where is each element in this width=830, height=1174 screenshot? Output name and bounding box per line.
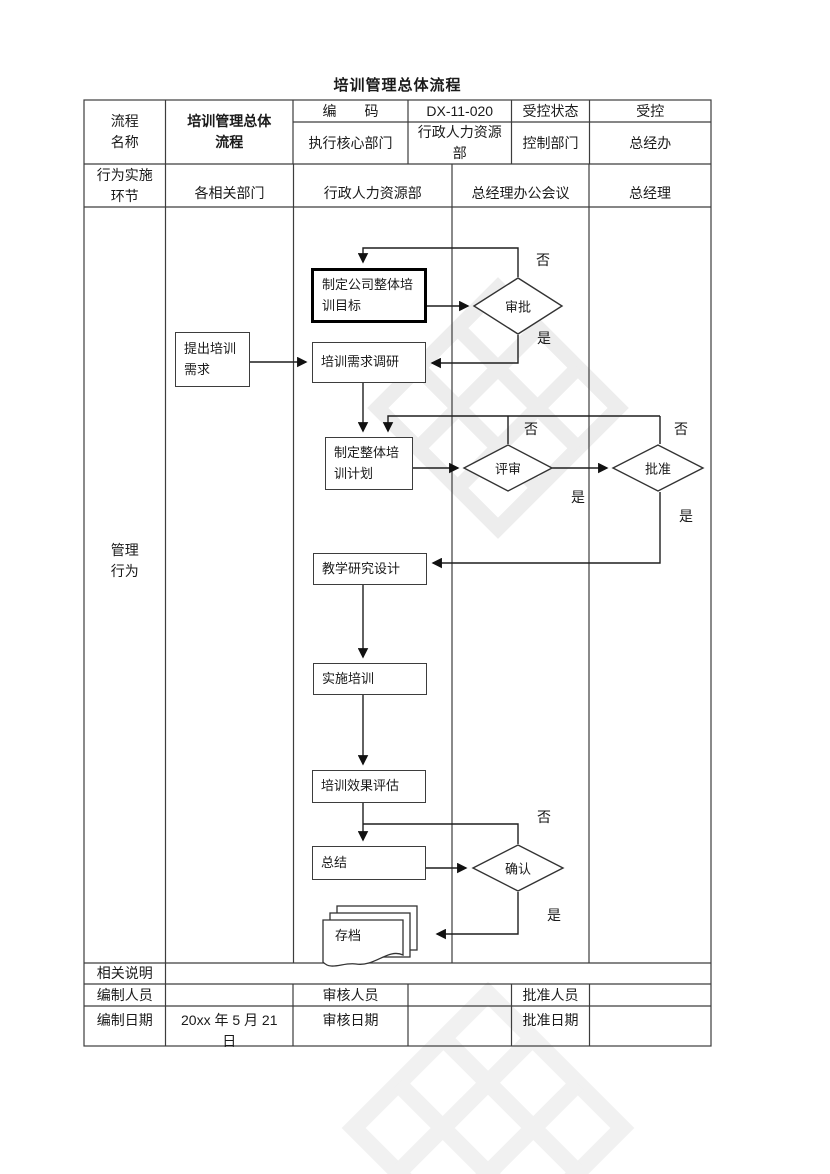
flow-box-evaluate-label: 培训效果评估 — [321, 778, 400, 794]
approved-by-label: 批准人员 — [522, 986, 579, 1003]
edge-label-no-approve-plan: 否 — [674, 421, 688, 437]
flow-box-evaluate: 培训效果评估 — [312, 770, 426, 803]
core-dept-value: 行政人力资源部 — [417, 124, 502, 161]
decision-confirm-shape — [471, 844, 565, 892]
edge-confirm-yes-to-archive — [435, 892, 519, 940]
controlled-status-value: 受控 — [636, 102, 665, 119]
prepared-date-label: 编制日期 — [96, 1012, 153, 1028]
lane-hr-dept: 行政人力资源部 — [323, 185, 422, 201]
edge-no-return-to-plan — [382, 415, 660, 433]
review-date-label: 审核日期 — [322, 1012, 379, 1028]
flow-box-make-plan-label: 制定整体培训计划 — [334, 445, 400, 481]
flow-box-survey-label: 培训需求调研 — [321, 354, 400, 370]
decision-review-plan-shape — [462, 444, 554, 492]
edge-label-yes-review: 是 — [571, 489, 585, 505]
lane-row-label: 行为实施环节 — [96, 166, 153, 204]
archive-document-shape — [322, 905, 418, 967]
flow-row-label: 管理行为 — [110, 542, 139, 579]
controlled-status-label: 受控状态 — [522, 102, 579, 119]
edge-label-yes-approve-goal: 是 — [537, 330, 551, 346]
decision-confirm-label: 确认 — [504, 861, 532, 877]
flow-connectors — [250, 247, 661, 940]
process-name-value: 培训管理总体流程 — [187, 113, 272, 150]
control-dept-label: 控制部门 — [522, 134, 579, 151]
prepared-date-value: 20xx 年 5 月 21 日 — [181, 1012, 278, 1049]
edge-approve2-yes-to-design — [431, 492, 661, 569]
decision-review-plan-label: 评审 — [494, 461, 522, 477]
flow-box-summary-label: 总结 — [321, 854, 348, 870]
table-grid — [83, 99, 712, 1047]
edge-label-no-approve-goal: 否 — [536, 252, 550, 268]
flow-box-raise-need-label: 提出培训需求 — [184, 341, 237, 377]
process-name-label-cell: 流程名称 — [84, 100, 166, 164]
decision-approve-plan-label: 批准 — [644, 461, 672, 477]
core-dept-label: 执行核心部门 — [308, 134, 393, 151]
process-name-label: 流程名称 — [110, 113, 139, 150]
decision-approve-goal-label: 审批 — [504, 299, 532, 315]
approve-date-label: 批准日期 — [522, 1012, 579, 1028]
archive-document-label: 存档 — [335, 928, 362, 943]
page-title: 培训管理总体流程 — [333, 77, 462, 94]
lane-row-label-cell: 行为实施环节 — [84, 164, 166, 207]
flow-box-raise-need: 提出培训需求 — [175, 332, 250, 387]
edge-approve-yes-to-survey — [430, 335, 519, 369]
edge-confirm-no-loop — [363, 823, 519, 844]
control-dept-value: 总经办 — [629, 134, 672, 151]
prepared-date-value-cell: 20xx 年 5 月 21 日 — [166, 1006, 294, 1049]
process-name-value-cell: 培训管理总体流程 — [166, 100, 294, 164]
lane-gm-meeting: 总经理办公会议 — [471, 185, 570, 201]
flow-box-teaching-design: 教学研究设计 — [313, 553, 427, 585]
flow-box-implement: 实施培训 — [313, 663, 427, 695]
decision-approve-goal-shape — [472, 277, 564, 335]
core-dept-value-cell: 行政人力资源部 — [408, 122, 512, 164]
flow-row-label-cell: 管理行为 — [84, 530, 166, 592]
flow-box-make-plan: 制定整体培训计划 — [325, 437, 413, 490]
reviewed-by-label: 审核人员 — [322, 986, 379, 1003]
lane-related-depts: 各相关部门 — [194, 185, 265, 201]
edge-approve-no-loop — [357, 247, 519, 277]
edge-label-yes-confirm: 是 — [547, 907, 561, 923]
flow-box-set-goal-label: 制定公司整体培训目标 — [322, 277, 414, 313]
edge-label-yes-approve-plan: 是 — [679, 508, 693, 524]
decision-approve-plan-shape — [611, 444, 705, 492]
notes-label: 相关说明 — [96, 965, 153, 981]
code-label: 编 码 — [322, 102, 379, 119]
edge-label-no-review: 否 — [524, 421, 538, 437]
prepared-by-label: 编制人员 — [96, 986, 153, 1003]
code-value: DX-11-020 — [426, 102, 494, 119]
flow-box-implement-label: 实施培训 — [322, 670, 375, 686]
decision-shapes — [462, 277, 705, 892]
edge-label-no-confirm: 否 — [537, 809, 551, 825]
flow-box-set-goal: 制定公司整体培训目标 — [311, 268, 427, 323]
flow-box-teaching-design-label: 教学研究设计 — [322, 560, 401, 576]
flow-box-summary: 总结 — [312, 846, 426, 880]
lane-gm: 总经理 — [629, 185, 671, 201]
watermark-bottom — [341, 981, 635, 1174]
flow-box-survey: 培训需求调研 — [312, 342, 426, 383]
